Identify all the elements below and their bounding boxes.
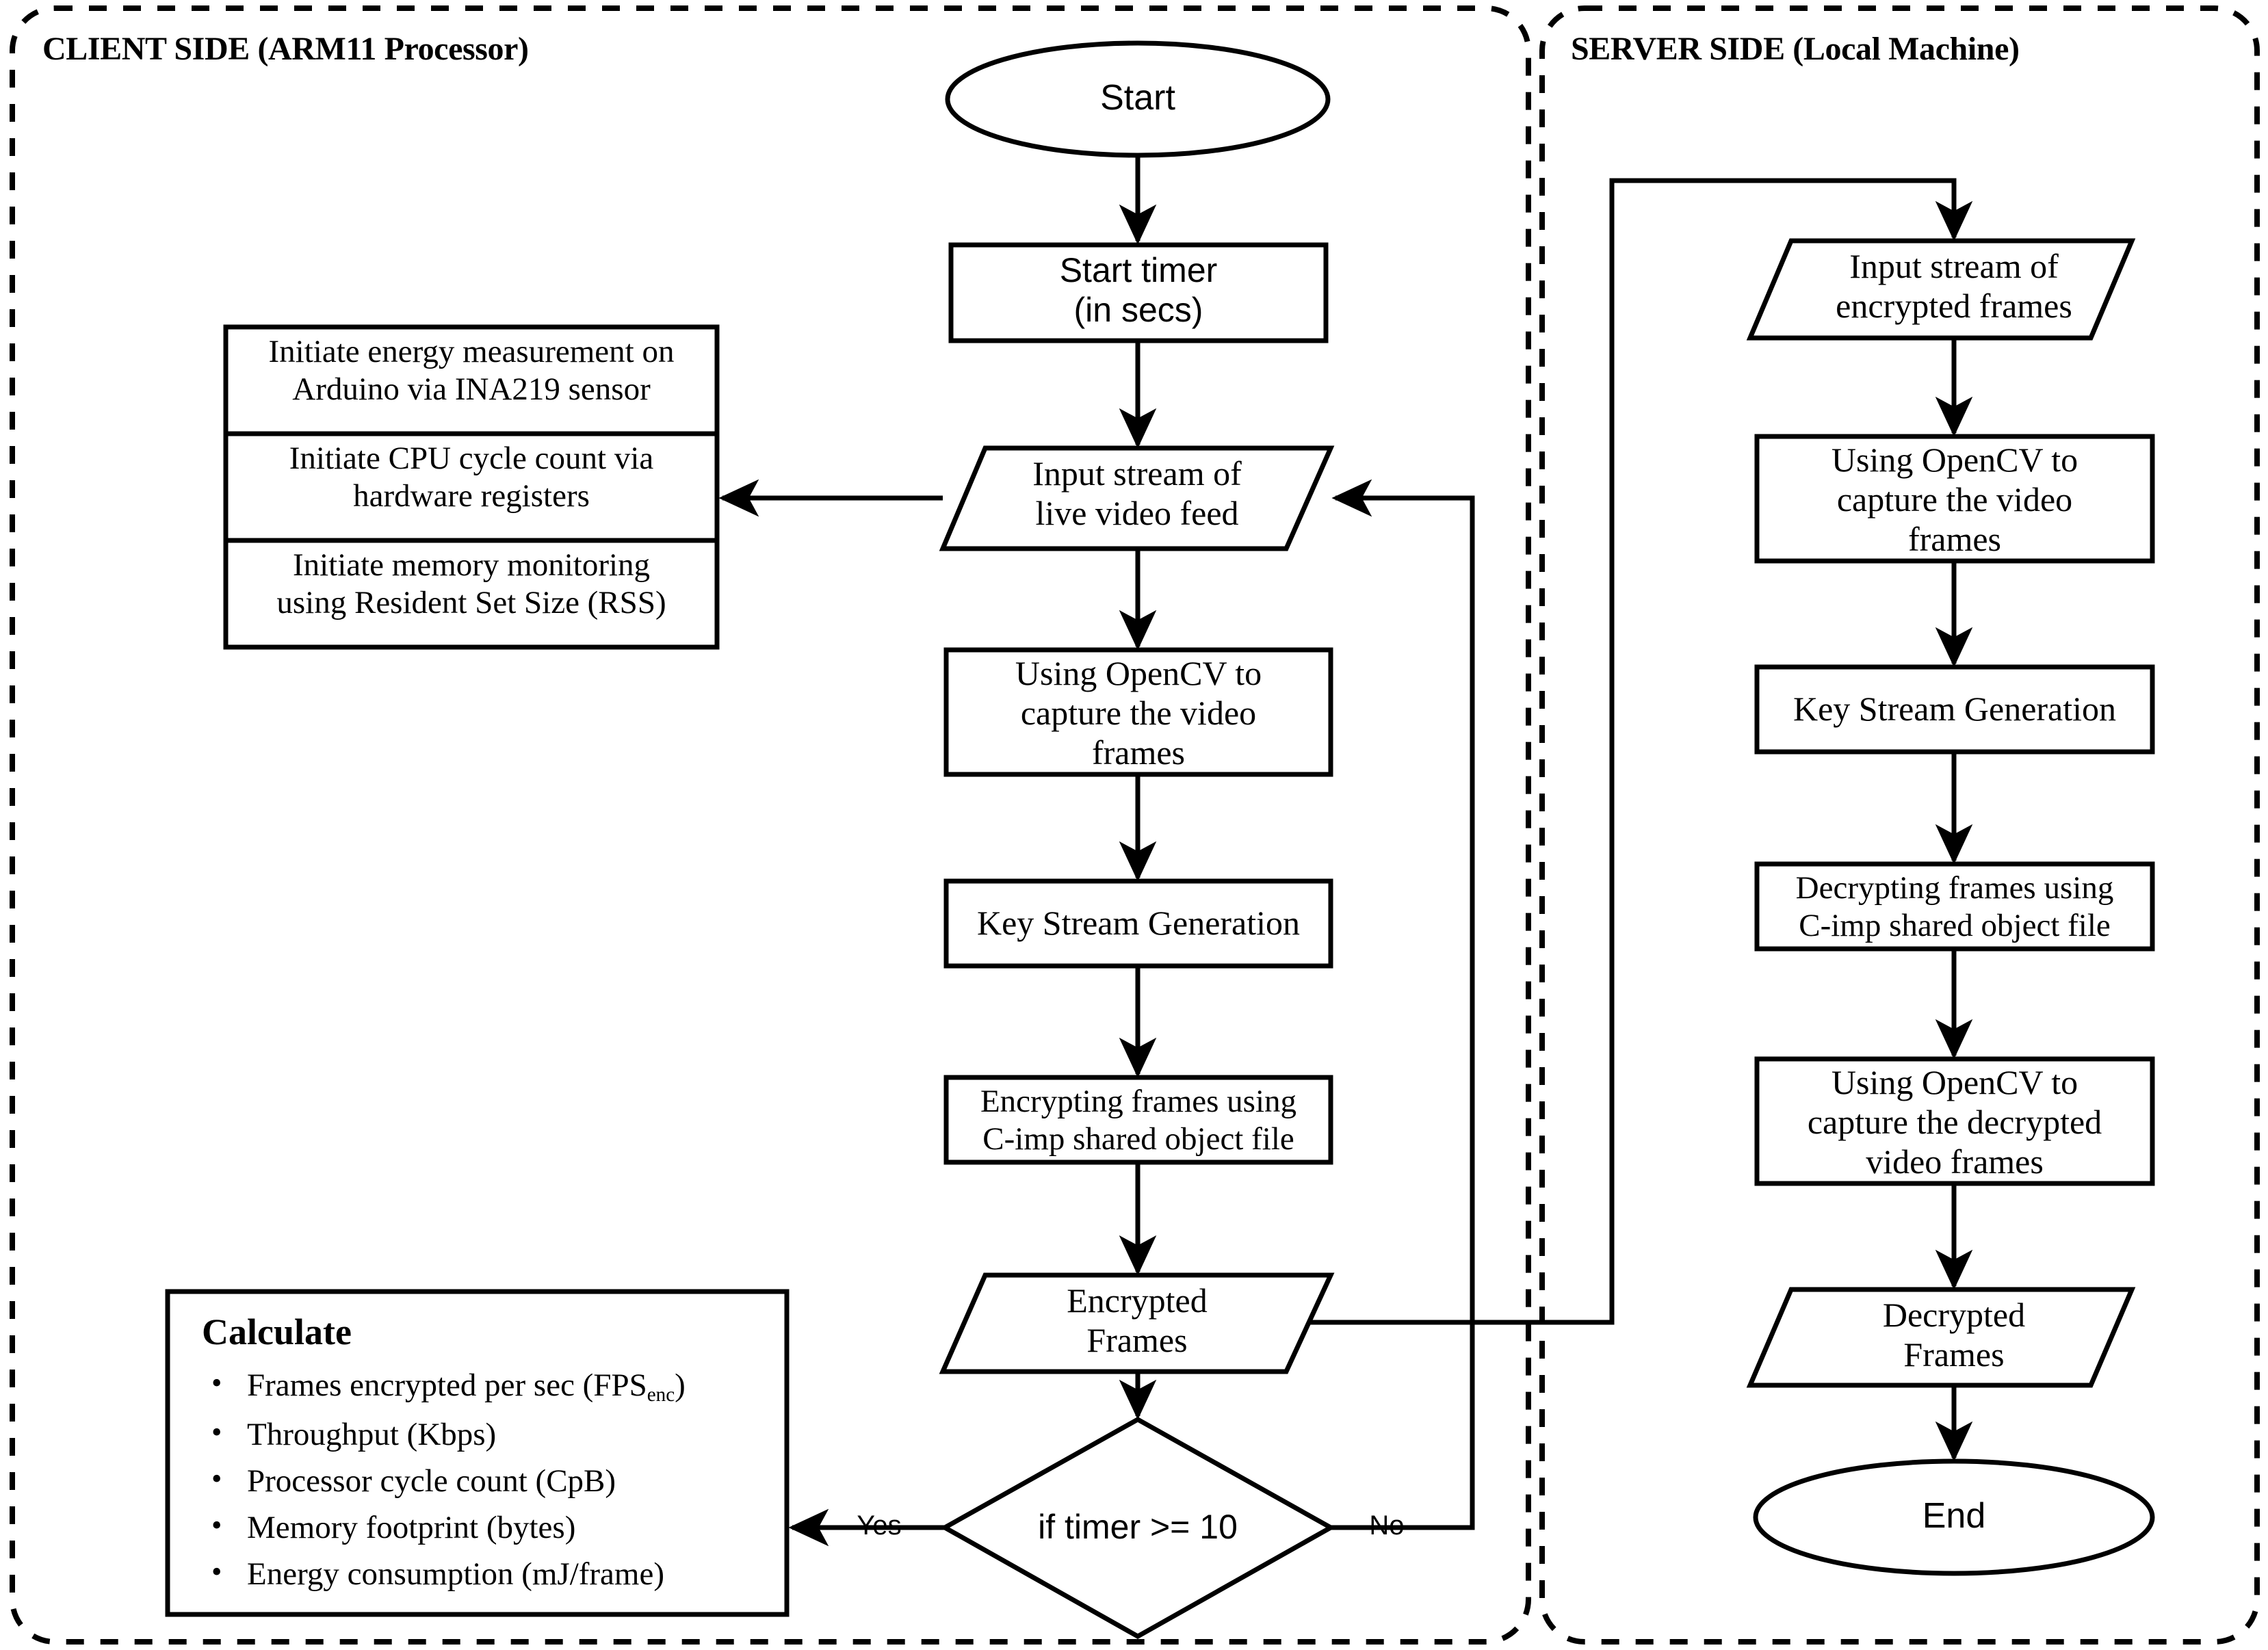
edge-label-no: No	[1369, 1510, 1405, 1541]
calculate-item-0: Frames encrypted per sec (FPSenc)	[202, 1365, 777, 1406]
calculate-item-4-text: Energy consumption (mJ/frame)	[247, 1556, 664, 1593]
edge-label-yes: Yes	[857, 1510, 902, 1541]
monitor-box	[223, 324, 720, 650]
client-panel-title: CLIENT SIDE (ARM11 Processor)	[42, 31, 529, 67]
calculate-item-4: Energy consumption (mJ/frame)	[202, 1554, 777, 1593]
monitor-row-3-line-1: Initiate memory monitoring	[292, 547, 651, 583]
server-decrypting-box	[1754, 861, 2155, 952]
server-opencv2-line-1: Using OpenCV to	[1831, 1063, 2078, 1101]
server-key-stream-label: Key Stream Generation	[1793, 690, 2117, 728]
encrypting-line-1: Encrypting frames using	[980, 1084, 1297, 1119]
monitor-row-2-line-1: Initiate CPU cycle count via	[289, 441, 654, 476]
input-stream-line-1: Input stream of	[1032, 454, 1242, 493]
server-panel-title: SERVER SIDE (Local Machine)	[1571, 31, 2020, 67]
server-input-stream-label: Input stream of encrypted frames	[1756, 246, 2152, 326]
server-opencv-line-1: Using OpenCV to	[1831, 441, 2078, 479]
calculate-item-2-text: Processor cycle count (CpB)	[247, 1463, 616, 1500]
server-decrypting-line-2: C-imp shared object file	[1799, 907, 2111, 943]
end-label: End	[1922, 1496, 1986, 1536]
timer-decision-label: if timer >= 10	[1038, 1508, 1238, 1546]
encrypting-label: Encrypting frames using C-imp shared obj…	[941, 1083, 1336, 1157]
server-decrypting-line-1: Decrypting frames using	[1795, 870, 2114, 906]
start-timer-box	[948, 242, 1329, 343]
conn-encrypted-to-server-input	[1308, 178, 1973, 1325]
client-panel-border	[10, 5, 1531, 1645]
decrypted-frames-line-2: Frames	[1903, 1335, 2005, 1374]
input-stream-line-2: live video feed	[1035, 494, 1239, 532]
encrypted-frames-line-2: Frames	[1086, 1321, 1188, 1359]
encrypted-frames-line-1: Encrypted	[1067, 1281, 1208, 1320]
server-opencv-line-3: frames	[1907, 520, 2002, 558]
start-label: Start	[1100, 78, 1175, 118]
conn-decision-no-loop	[1331, 479, 1475, 1530]
monitor-row-2: Initiate CPU cycle count via hardware re…	[226, 440, 717, 514]
monitor-row-3-line-2: using Resident Set Size (RSS)	[276, 584, 666, 620]
encrypting-line-2: C-imp shared object file	[982, 1121, 1294, 1157]
monitor-row-1: Initiate energy measurement on Arduino v…	[226, 333, 717, 408]
calculate-item-0-post: )	[675, 1367, 686, 1403]
opencv-line-2: capture the video	[1020, 694, 1257, 732]
server-input-line-2: encrypted frames	[1836, 287, 2072, 325]
monitor-row-1-line-2: Arduino via INA219 sensor	[292, 371, 651, 407]
monitor-row-2-line-2: hardware registers	[353, 477, 590, 514]
opencv-line-3: frames	[1091, 733, 1186, 772]
decrypted-frames-label: Decrypted Frames	[1756, 1295, 2152, 1374]
decrypted-frames-parallelogram	[1746, 1287, 2136, 1388]
opencv-capture-label: Using OpenCV to capture the video frames	[946, 653, 1331, 772]
start-timer-label: Start timer (in secs)	[951, 250, 1326, 330]
monitor-row-3: Initiate memory monitoring using Residen…	[226, 547, 717, 621]
input-stream-label: Input stream of live video feed	[946, 454, 1328, 533]
encrypted-frames-parallelogram	[939, 1272, 1335, 1374]
calculate-item-2: Processor cycle count (CpB)	[202, 1461, 777, 1500]
server-decrypting-label: Decrypting frames using C-imp shared obj…	[1751, 869, 2158, 944]
server-input-line-1: Input stream of	[1849, 247, 2059, 285]
calculate-item-1: Throughput (Kbps)	[202, 1415, 777, 1453]
server-opencv-capture-label: Using OpenCV to capture the video frames	[1757, 440, 2152, 559]
server-panel-border	[1539, 5, 2260, 1645]
server-opencv2-line-3: video frames	[1866, 1142, 2044, 1181]
opencv-line-1: Using OpenCV to	[1015, 654, 1262, 692]
decrypted-frames-line-1: Decrypted	[1882, 1296, 2026, 1334]
calculate-list: Frames encrypted per sec (FPSenc) Throug…	[202, 1365, 777, 1602]
start-timer-line-1: Start timer	[1059, 251, 1218, 289]
timer-decision-diamond	[939, 1416, 1336, 1640]
calculate-item-3-text: Memory footprint (bytes)	[247, 1510, 576, 1546]
key-stream-label: Key Stream Generation	[976, 904, 1301, 942]
encrypted-frames-label: Encrypted Frames	[946, 1281, 1328, 1360]
calculate-heading: Calculate	[202, 1311, 352, 1352]
server-opencv-decrypted-label: Using OpenCV to capture the decrypted vi…	[1753, 1062, 2156, 1181]
calculate-item-3: Memory footprint (bytes)	[202, 1508, 777, 1546]
server-opencv2-line-2: capture the decrypted	[1807, 1103, 2102, 1141]
server-opencv-line-2: capture the video	[1836, 480, 2073, 519]
server-input-stream-parallelogram	[1746, 238, 2136, 341]
calculate-item-0-text: Frames encrypted per sec (FPS	[247, 1367, 647, 1403]
calculate-item-1-text: Throughput (Kbps)	[247, 1417, 497, 1453]
input-stream-parallelogram	[939, 445, 1335, 551]
calculate-item-0-sub: enc	[647, 1384, 675, 1406]
monitor-row-1-line-1: Initiate energy measurement on	[268, 334, 675, 369]
start-timer-line-2: (in secs)	[1073, 291, 1203, 329]
